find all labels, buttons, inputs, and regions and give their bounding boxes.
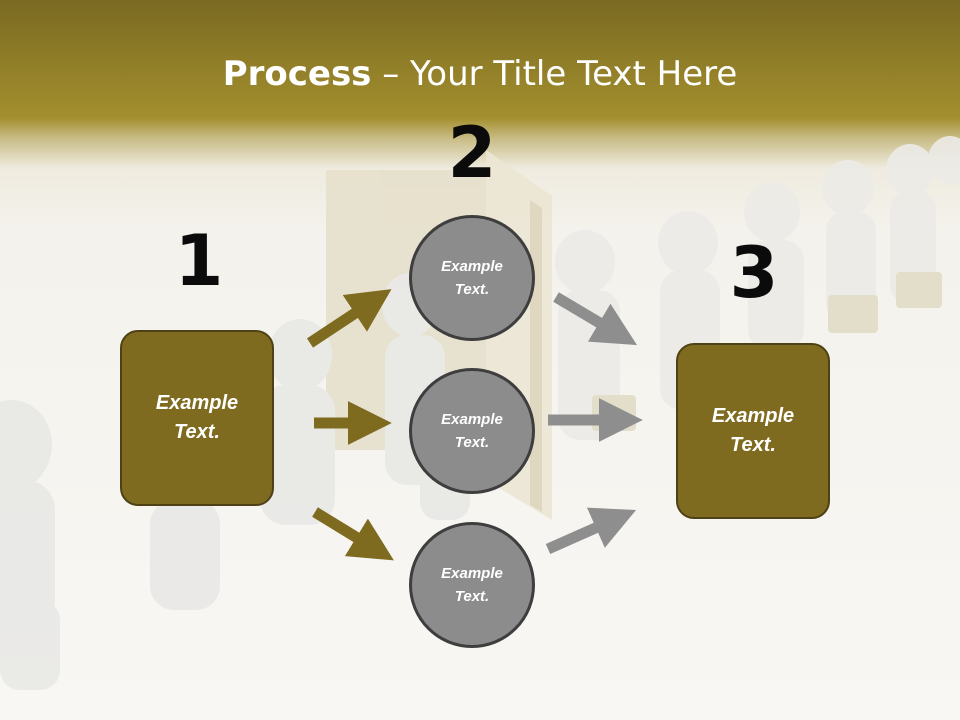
arrow-gold-down <box>312 507 394 561</box>
circle-middle-text: Example Text. <box>441 411 503 451</box>
slide-title: Process – Your Title Text Here <box>0 52 960 96</box>
step-2-circle-bottom[interactable]: Example Text. <box>409 522 535 648</box>
arrow-gray-down <box>553 292 638 346</box>
title-rest: – Your Title Text Here <box>371 54 738 94</box>
step-3-box-text: Example Text. <box>711 405 795 456</box>
step-number-3: 3 <box>729 232 779 314</box>
step-1-box[interactable]: Example Text. <box>120 330 274 506</box>
step-number-1: 1 <box>174 220 224 302</box>
circle-bottom-text: Example Text. <box>441 565 503 605</box>
circle-top-text: Example Text. <box>441 258 503 298</box>
step-2-circle-middle[interactable]: Example Text. <box>409 368 535 494</box>
title-bold: Process <box>222 54 372 94</box>
step-2-circle-top[interactable]: Example Text. <box>409 215 535 341</box>
step-3-box[interactable]: Example Text. <box>676 343 830 519</box>
arrow-gold-up <box>306 289 392 348</box>
step-1-box-text: Example Text. <box>155 392 239 443</box>
step-number-2: 2 <box>447 112 497 194</box>
arrow-gray-up <box>545 507 637 555</box>
